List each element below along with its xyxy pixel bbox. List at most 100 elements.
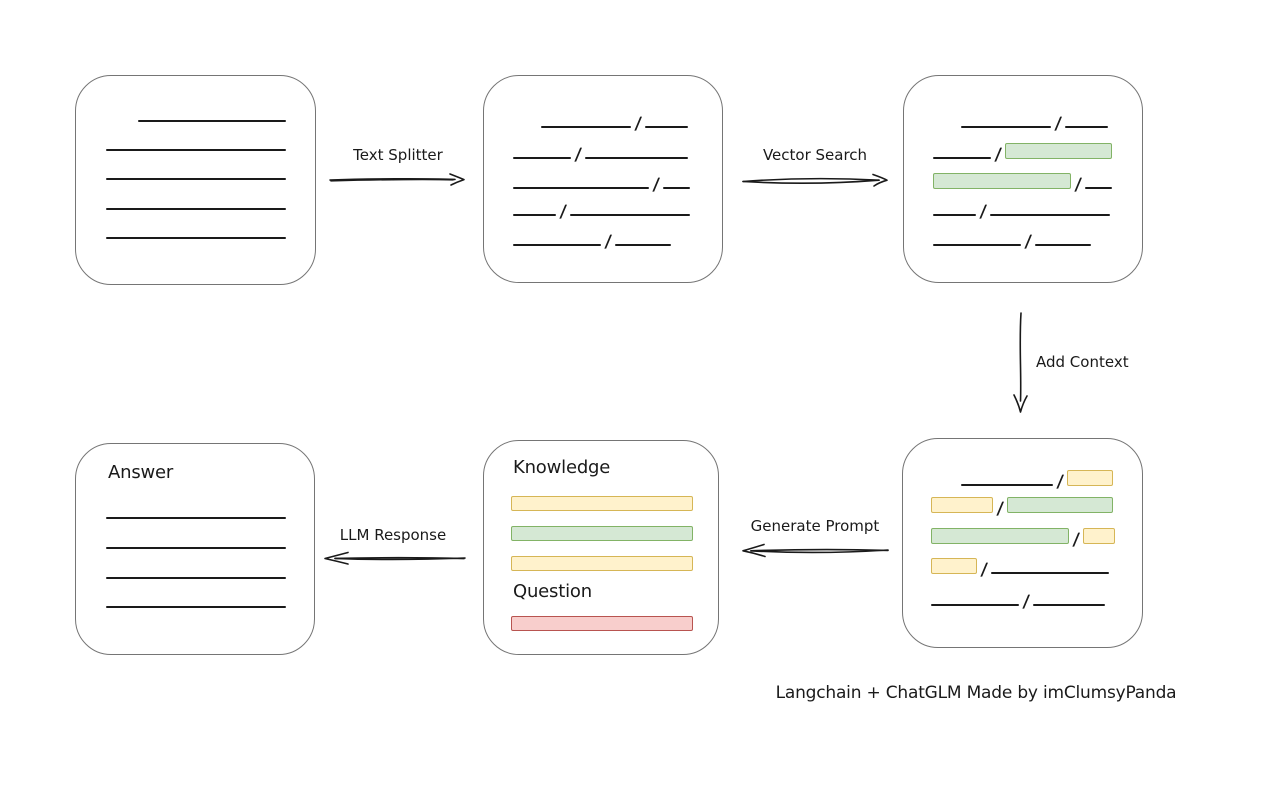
slash-separator: / [559, 202, 568, 222]
chunk-row: / [513, 110, 689, 134]
text-line [933, 214, 976, 216]
chunk-row [106, 221, 286, 239]
text-line [513, 157, 571, 159]
left-arrow-icon [324, 551, 466, 565]
text-line [1065, 126, 1109, 128]
chunk-row [106, 104, 286, 122]
text-line [663, 187, 691, 189]
text-line [513, 244, 601, 246]
llm-response-arrow: LLM Response [318, 526, 468, 568]
chunk-row: / [933, 110, 1109, 134]
chunk-row: / [933, 198, 1111, 222]
text-line [106, 208, 286, 210]
text-line [991, 572, 1110, 574]
text-line [513, 214, 556, 216]
llm-response-label: LLM Response [339, 526, 447, 544]
text-line [106, 178, 286, 180]
node-text-chunks: / / / / / [483, 75, 723, 283]
add-context-label: Add Context [1036, 353, 1129, 371]
green-bar [511, 526, 693, 541]
right-arrow-icon [329, 173, 465, 186]
chunk-row [106, 561, 286, 579]
chunk-row: / [931, 468, 1114, 492]
generate-prompt-label: Generate Prompt [750, 517, 880, 535]
text-line [138, 120, 286, 122]
text-splitter-label: Text Splitter [353, 146, 443, 164]
text-line [1085, 187, 1113, 189]
green-chip [1007, 497, 1114, 513]
chunk-row: / [513, 171, 691, 195]
text-line [645, 126, 689, 128]
slash-separator: / [1054, 114, 1063, 134]
text-line [990, 214, 1111, 216]
text-line [106, 577, 286, 579]
text-line [106, 606, 286, 608]
slash-separator: / [1024, 232, 1033, 252]
node-source-document [75, 75, 316, 285]
chunk-row: / [513, 141, 689, 165]
slash-separator: / [1072, 530, 1081, 550]
chunk-row [106, 192, 286, 210]
down-arrow-icon [1013, 312, 1028, 413]
slash-separator: / [604, 232, 613, 252]
knowledge-label: Knowledge [513, 457, 611, 478]
slash-separator: / [980, 560, 989, 580]
diagram-caption: Langchain + ChatGLM Made by imClumsyPand… [775, 683, 1177, 703]
text-line [931, 604, 1019, 606]
green-chip [931, 528, 1069, 544]
chunk-row [106, 501, 286, 519]
chunk-row [106, 531, 286, 549]
slash-separator: / [634, 114, 643, 134]
green-chip [933, 173, 1071, 189]
slash-separator: / [979, 202, 988, 222]
slash-separator: / [994, 145, 1003, 165]
chunk-row: / [933, 141, 1113, 165]
indent-gap [106, 121, 138, 122]
right-arrow-icon [742, 173, 888, 187]
text-line [541, 126, 631, 128]
text-line [933, 244, 1021, 246]
answer-label: Answer [108, 462, 174, 483]
text-splitter-arrow: Text Splitter [328, 146, 468, 188]
text-line [933, 157, 991, 159]
red-bar [511, 616, 693, 631]
slash-separator: / [996, 499, 1005, 519]
chunk-row: / [931, 556, 1110, 580]
chunk-row: / [933, 228, 1092, 252]
chunk-row: / [931, 526, 1116, 550]
indent-gap [513, 127, 541, 128]
node-answer: Answer [75, 443, 315, 655]
yellow-chip [1083, 528, 1116, 544]
text-line [106, 149, 286, 151]
slash-separator: / [1056, 472, 1065, 492]
text-line [106, 237, 286, 239]
text-line [1035, 244, 1092, 246]
slash-separator: / [652, 175, 661, 195]
indent-gap [933, 127, 961, 128]
yellow-bar [511, 496, 693, 511]
text-line [961, 126, 1051, 128]
vector-search-arrow: Vector Search [740, 146, 890, 190]
text-line [961, 484, 1053, 486]
green-chip [1005, 143, 1113, 159]
chunk-row [106, 590, 286, 608]
node-matched-chunks: / / / / / [903, 75, 1143, 283]
text-line [106, 547, 286, 549]
text-line [513, 187, 649, 189]
text-line [1033, 604, 1106, 606]
yellow-bar [511, 556, 693, 571]
chunk-row: / [933, 171, 1113, 195]
chunk-row: / [931, 495, 1114, 519]
slash-separator: / [574, 145, 583, 165]
left-arrow-icon [742, 543, 889, 558]
indent-gap [931, 485, 961, 486]
text-line [585, 157, 689, 159]
text-line [570, 214, 691, 216]
yellow-chip [931, 497, 993, 513]
text-line [615, 244, 672, 246]
slash-separator: / [1022, 592, 1031, 612]
chunk-row: / [513, 198, 691, 222]
chunk-row: / [513, 228, 672, 252]
